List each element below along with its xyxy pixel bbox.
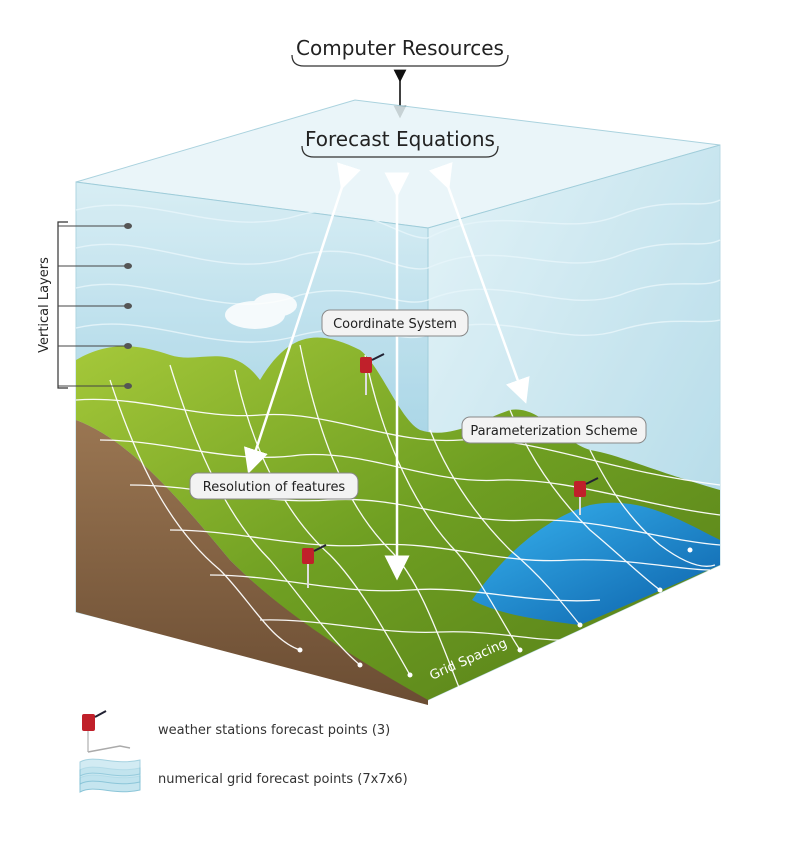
forecast-equations-label: Forecast Equations <box>305 127 495 151</box>
weather-station-2 <box>302 544 327 588</box>
coordinate-system-label: Coordinate System <box>333 317 457 332</box>
computer-resources-label: Computer Resources <box>296 36 504 60</box>
callout-parameterization-scheme: Parameterization Scheme <box>461 416 647 444</box>
forecast-equations-label-group: Forecast Equations <box>301 127 499 158</box>
callout-coordinate-system: Coordinate System <box>321 309 469 337</box>
callout-resolution-of-features: Resolution of features <box>189 472 359 500</box>
grid-points <box>297 547 693 691</box>
vertical-layers-bracket: Vertical Layers <box>37 221 132 389</box>
parameterization-scheme-label: Parameterization Scheme <box>470 424 637 439</box>
water-body <box>472 502 720 625</box>
grid-layers-icon <box>79 758 141 793</box>
soil-cross-section <box>76 420 428 705</box>
vertical-layers-label: Vertical Layers <box>37 257 52 353</box>
legend-weather-stations-text: weather stations forecast points (3) <box>158 723 390 738</box>
legend: weather stations forecast points (3) num… <box>79 710 408 793</box>
weather-station-icon <box>82 710 131 753</box>
resolution-of-features-label: Resolution of features <box>203 480 346 495</box>
computer-resources-label-group: Computer Resources <box>291 36 509 67</box>
legend-numerical-grid-text: numerical grid forecast points (7x7x6) <box>158 772 408 787</box>
equation-arrows <box>244 162 530 581</box>
weather-station-1 <box>360 353 385 395</box>
weather-station-3 <box>574 477 599 515</box>
